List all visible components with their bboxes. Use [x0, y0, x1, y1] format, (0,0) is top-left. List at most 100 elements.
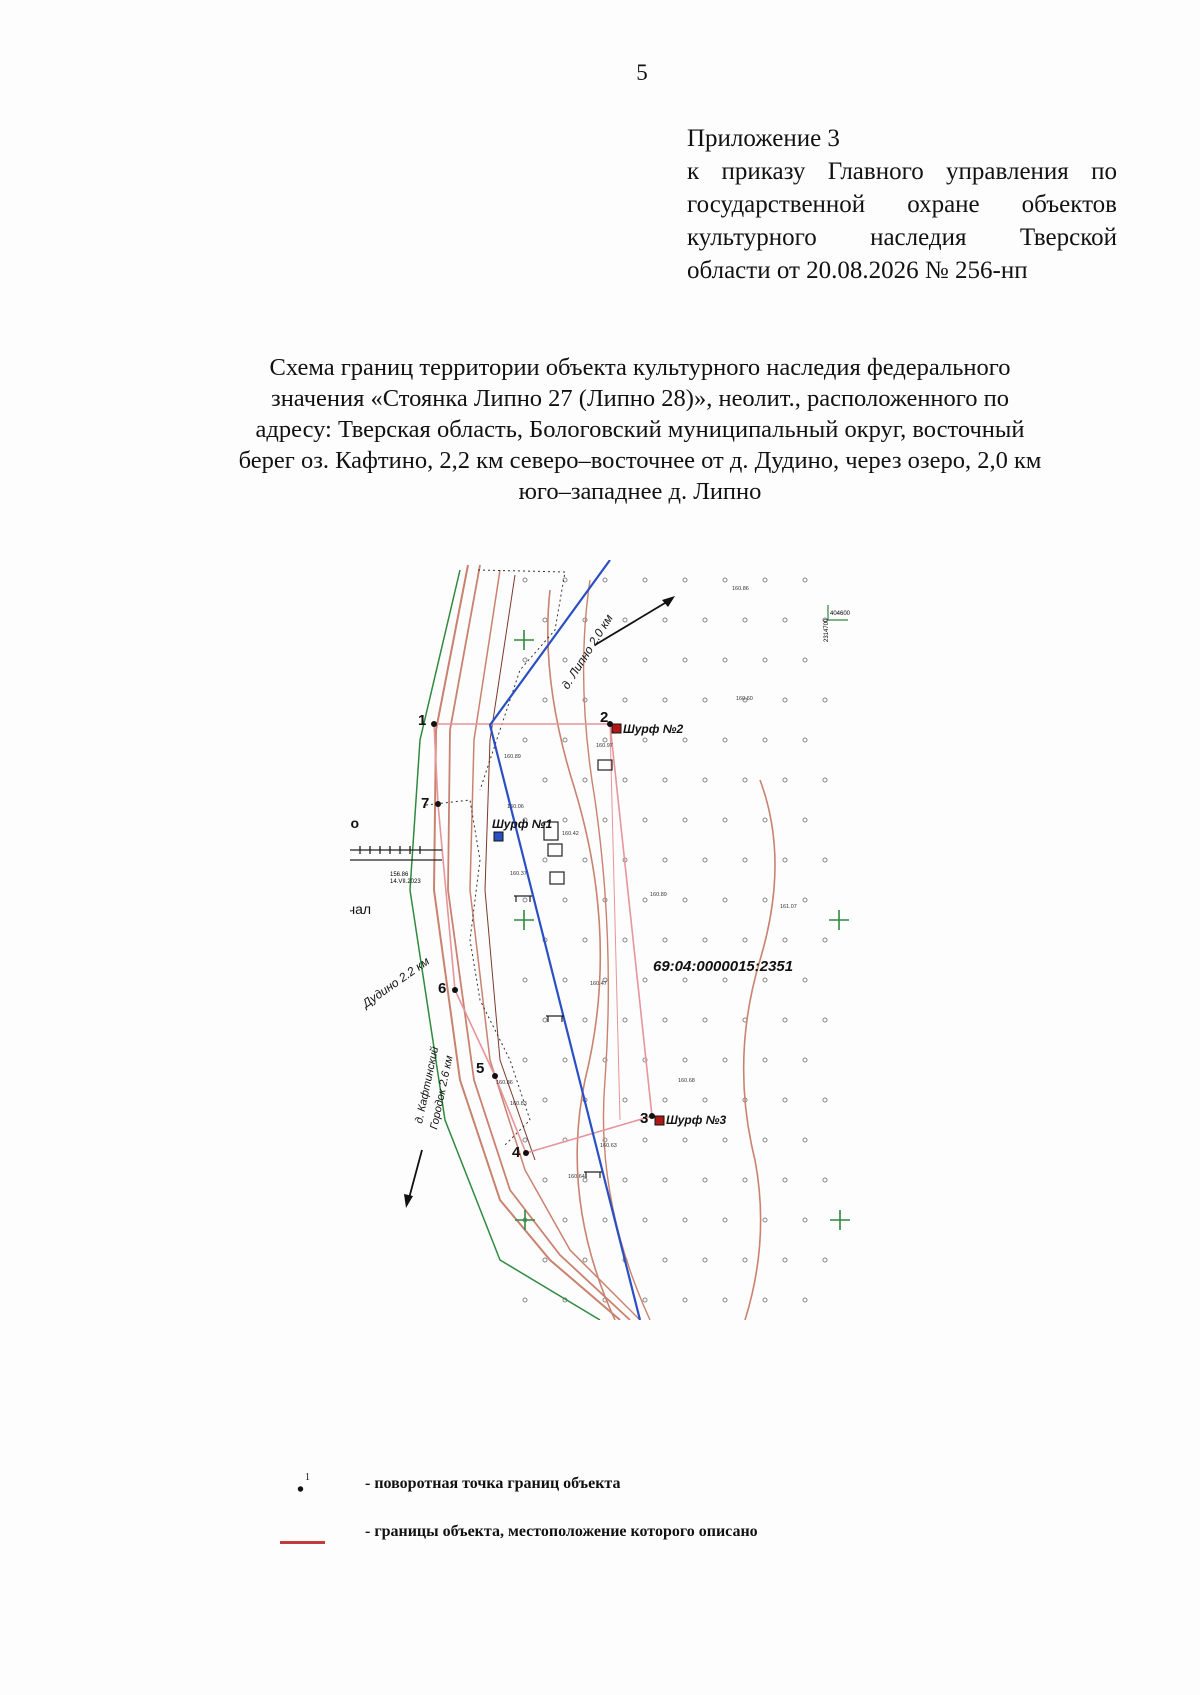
grid-dot — [782, 857, 788, 863]
shoreline-green — [409, 569, 601, 1320]
appendix-header: Приложение 3 к приказу Главного управлен… — [687, 122, 1117, 287]
legend-label: - границы объекта, местоположение которо… — [365, 1523, 758, 1540]
arrow-head-lipno — [662, 596, 675, 607]
grid-dot — [662, 1177, 668, 1183]
grid-dot — [662, 1097, 668, 1103]
grid-dot — [682, 737, 688, 743]
grid-dot — [542, 617, 548, 623]
spot-height: 160.86 — [496, 1080, 513, 1086]
grid-dot — [562, 897, 568, 903]
spot-height: 160.63 — [600, 1143, 617, 1149]
grid-dot — [602, 657, 608, 663]
grid-dot — [682, 657, 688, 663]
grid-dot — [622, 697, 628, 703]
grid-dot — [582, 1177, 588, 1183]
grid-dot — [562, 1217, 568, 1223]
grid-corner — [827, 605, 848, 621]
grid-dot — [622, 617, 628, 623]
grid-dot — [682, 577, 688, 583]
spot-height: 160.47 — [590, 981, 607, 987]
grid-dot — [662, 857, 668, 863]
grid-dot — [622, 937, 628, 943]
grid-dot — [542, 857, 548, 863]
grid-dot — [762, 1057, 768, 1063]
grid-dot — [622, 1177, 628, 1183]
grid-dot — [722, 577, 728, 583]
grid-dot — [542, 1257, 548, 1263]
grid-dot — [582, 857, 588, 863]
grid-dot — [762, 897, 768, 903]
grid-dot — [722, 657, 728, 663]
grid-dot — [762, 1217, 768, 1223]
contour-line — [742, 779, 776, 1320]
legend-point-number: 1 — [305, 1472, 310, 1483]
grid-dot — [582, 1017, 588, 1023]
grid-dot — [662, 697, 668, 703]
grid-dot — [702, 617, 708, 623]
grid-dot — [522, 657, 528, 663]
direction-dudino: Дудино 2.2 км — [358, 954, 432, 1012]
grid-dot — [562, 1057, 568, 1063]
grid-dot — [782, 1257, 788, 1263]
grid-dot — [802, 1217, 808, 1223]
arrow-lipno — [594, 599, 671, 646]
grid-dot — [542, 697, 548, 703]
level-lines — [350, 846, 442, 861]
contour-line — [582, 579, 651, 1320]
green-crosses — [514, 630, 850, 1230]
grid-dot — [762, 977, 768, 983]
spot-height: 160.68 — [678, 1078, 695, 1084]
legend-point-symbol: • — [297, 1479, 305, 1501]
grid-dot — [522, 1297, 528, 1303]
grid-dots — [522, 577, 828, 1303]
grid-dot — [702, 1177, 708, 1183]
shore-line — [447, 564, 631, 1320]
grid-dot — [722, 1137, 728, 1143]
grid-dot — [682, 1137, 688, 1143]
grid-dot — [622, 777, 628, 783]
grid-dot — [682, 1297, 688, 1303]
grid-dot — [722, 817, 728, 823]
grid-dot — [602, 977, 608, 983]
grid-dot — [802, 1137, 808, 1143]
spot-height: 160.64 — [568, 1174, 585, 1180]
grid-dot — [762, 657, 768, 663]
grid-dot — [622, 1017, 628, 1023]
grid-dot — [682, 1057, 688, 1063]
grid-dot — [682, 897, 688, 903]
grid-dot — [562, 737, 568, 743]
grid-dot — [762, 577, 768, 583]
grid-dot — [682, 977, 688, 983]
grid-dot — [662, 617, 668, 623]
title-line: берег оз. Кафтино, 2,2 км северо–восточн… — [238, 447, 1042, 474]
title-line: адресу: Тверская область, Бологовский му… — [255, 416, 1025, 443]
grid-dot — [702, 857, 708, 863]
pit-label: Шурф №1 — [492, 817, 552, 831]
grid-dot — [782, 1097, 788, 1103]
grid-dot — [722, 1057, 728, 1063]
grid-dot — [802, 577, 808, 583]
grid-dot — [582, 777, 588, 783]
grid-dot — [662, 937, 668, 943]
page-number: 5 — [636, 60, 648, 85]
grid-dot — [602, 1057, 608, 1063]
point-label: 4 — [512, 1144, 521, 1161]
grid-dot — [802, 737, 808, 743]
grid-dot — [762, 1137, 768, 1143]
grid-dot — [802, 1057, 808, 1063]
grid-dot — [802, 1297, 808, 1303]
grid-dot — [722, 737, 728, 743]
grid-dot — [682, 817, 688, 823]
grid-dot — [822, 857, 828, 863]
point-label: 7 — [421, 795, 429, 812]
grid-dot — [822, 1257, 828, 1263]
grid-dot — [582, 937, 588, 943]
grid-dot — [822, 697, 828, 703]
grid-dot — [822, 777, 828, 783]
grid-dot — [782, 1017, 788, 1023]
title-line: значения «Стоянка Липно 27 (Липно 28)», … — [271, 385, 1009, 412]
grid-dot — [562, 577, 568, 583]
grid-dot — [722, 977, 728, 983]
appendix-line: области от 20.08.2026 № 256-нп — [687, 257, 1028, 284]
grid-dot — [702, 1097, 708, 1103]
